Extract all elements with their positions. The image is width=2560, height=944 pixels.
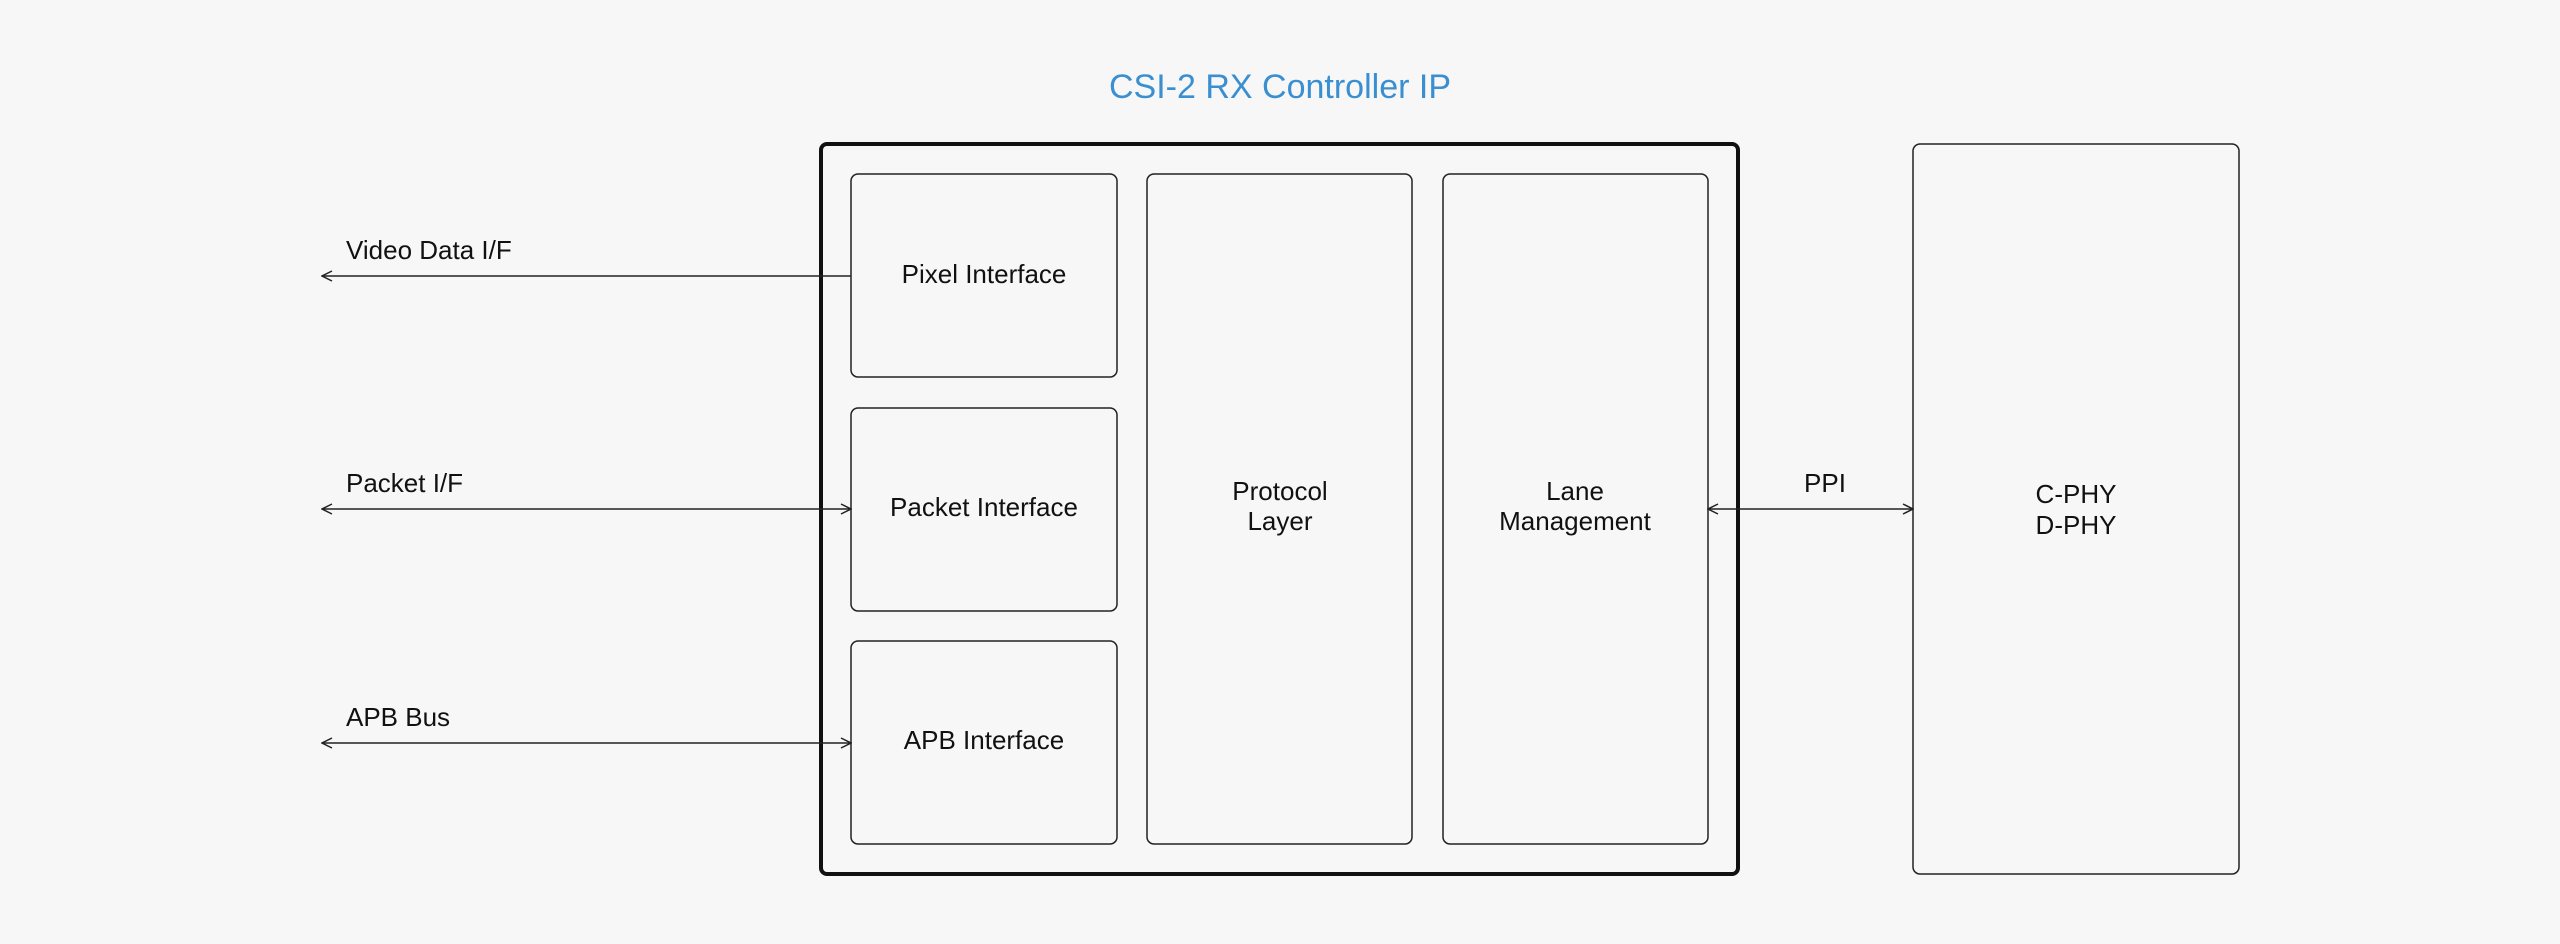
pixel-interface-label: Pixel Interface xyxy=(902,259,1067,289)
packet-interface-block: Packet Interface xyxy=(850,407,1118,612)
protocol-layer-label-line1: Protocol xyxy=(1232,476,1327,506)
packet-label: Packet I/F xyxy=(346,468,463,498)
phy-label-line2: D-PHY xyxy=(2036,510,2117,540)
ppi-connection: PPI xyxy=(1708,468,1913,509)
video-data-label: Video Data I/F xyxy=(346,235,512,265)
protocol-layer-box xyxy=(1146,173,1413,845)
lane-management-block: Lane Management xyxy=(1442,173,1709,845)
pixel-interface-block: Pixel Interface xyxy=(850,173,1118,378)
lane-management-label-line2: Management xyxy=(1499,506,1652,536)
phy-block: C-PHY D-PHY xyxy=(1912,143,2240,875)
packet-interface-label: Packet Interface xyxy=(890,492,1078,522)
phy-box xyxy=(1912,143,2240,875)
packet-connection: Packet I/F xyxy=(322,468,851,509)
apb-interface-label: APB Interface xyxy=(904,725,1064,755)
apb-interface-block: APB Interface xyxy=(850,640,1118,845)
apb-connection: APB Bus xyxy=(322,702,851,743)
phy-label-line1: C-PHY xyxy=(2036,479,2117,509)
protocol-layer-block: Protocol Layer xyxy=(1146,173,1413,845)
lane-management-label-line1: Lane xyxy=(1546,476,1604,506)
diagram-title: CSI-2 RX Controller IP xyxy=(1109,68,1451,106)
apb-label: APB Bus xyxy=(346,702,450,732)
video-data-connection: Video Data I/F xyxy=(322,235,851,276)
ppi-label: PPI xyxy=(1804,468,1846,498)
protocol-layer-label-line2: Layer xyxy=(1247,506,1312,536)
